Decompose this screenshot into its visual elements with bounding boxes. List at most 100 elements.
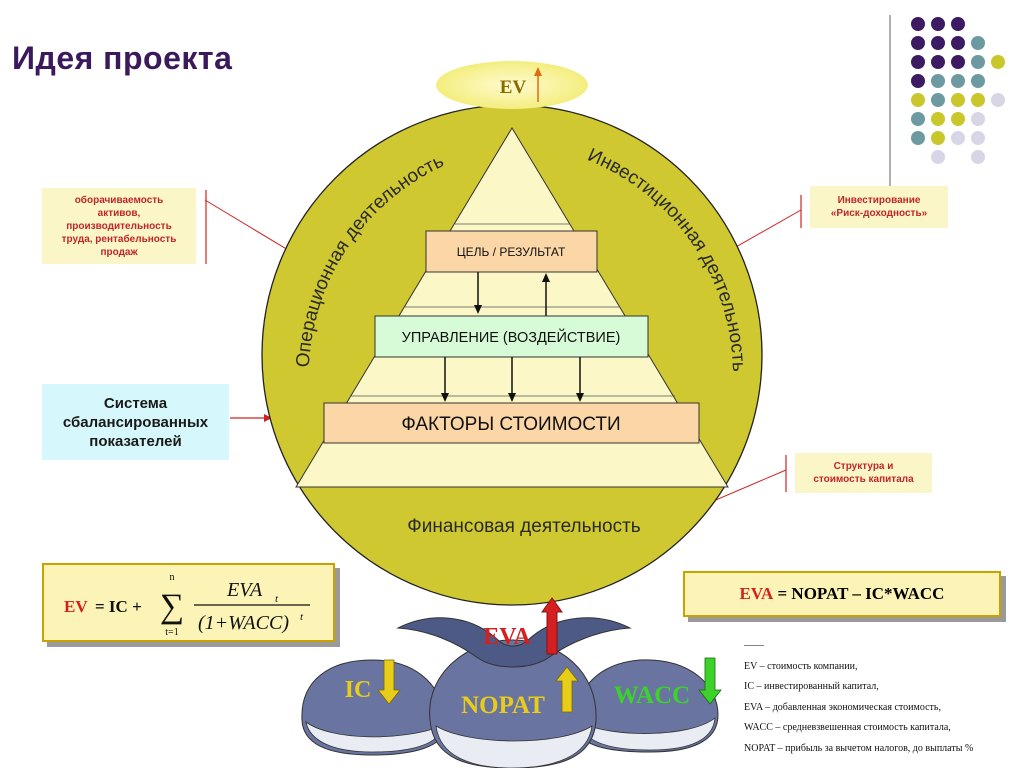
decorative-dot <box>971 112 985 126</box>
decorative-dot <box>911 55 925 69</box>
financial-line: стоимость капитала <box>813 474 914 485</box>
management-label: УПРАВЛЕНИЕ (ВОЗДЕЙСТВИЕ) <box>402 328 621 346</box>
operational-line: активов, <box>97 207 141 219</box>
bsc-line: показателей <box>89 432 182 450</box>
formula-denominator-sup: t <box>300 611 304 623</box>
arrowhead-down-3 <box>508 393 516 402</box>
eva-formula-box: EVA = NOPAT – IC*WACC <box>683 571 1001 617</box>
arrowhead-down-2 <box>441 393 449 402</box>
decorative-dot <box>971 74 985 88</box>
value-pyramid <box>295 127 729 488</box>
decorative-dot <box>991 93 1005 107</box>
financial-structure-box: Структура и стоимость капитала <box>795 453 932 493</box>
ev-up-arrowhead <box>534 67 542 76</box>
legend-item: WACC – средневзвешенная стоимость капита… <box>744 722 951 733</box>
decorative-dot <box>931 74 945 88</box>
ic-whale-label: IC <box>345 677 372 703</box>
operational-line: производительность <box>66 220 172 232</box>
legend-item: EV – стоимость компании, <box>744 660 858 672</box>
formula-numerator-sub: t <box>275 593 279 605</box>
divider-line <box>889 15 891 190</box>
operational-metrics-box: оборачиваемость активов, производительно… <box>42 188 196 264</box>
ev-oval <box>436 61 588 109</box>
decorative-dot <box>931 55 945 69</box>
formula-denominator: (1+WACC) <box>198 612 289 634</box>
decorative-dot <box>911 112 925 126</box>
decorative-dot <box>931 131 945 145</box>
legend-item: IC – инвестированный капитал, <box>744 681 879 692</box>
balanced-scorecard-box: Система сбалансированных показателей <box>42 384 229 460</box>
decorative-dot <box>951 36 965 50</box>
whale-right-belly <box>579 717 716 751</box>
eva-up-arrow <box>541 597 563 655</box>
investment-box: Инвестирование «Риск-доходность» <box>810 186 948 228</box>
decorative-dot-grid <box>911 17 1005 164</box>
decorative-dot <box>971 36 985 50</box>
arrowhead-up-1 <box>542 273 550 282</box>
decorative-dot <box>971 150 985 164</box>
factors-box <box>323 402 700 444</box>
ev-formula: EV = IC + n ∑ t=1 EVA t (1+WACC) t <box>64 572 310 638</box>
decorative-dot <box>911 131 925 145</box>
bsc-connector-arrowhead <box>264 414 272 422</box>
whale-middle-belly <box>435 725 593 768</box>
financial-label: Финансовая деятельность <box>407 516 641 537</box>
financial-line: Структура и <box>833 461 894 472</box>
decorative-dot <box>951 17 965 31</box>
whale-right <box>574 659 719 753</box>
operational-line: труда, рентабельность <box>61 233 177 245</box>
whales-illustration <box>299 617 719 768</box>
wacc-whale-label: WACC <box>614 682 690 709</box>
arrowhead-down-1 <box>474 305 482 314</box>
arrowhead-down-4 <box>576 393 584 402</box>
nopat-up-arrow <box>555 666 579 713</box>
decorative-dot <box>971 131 985 145</box>
goal-label: ЦЕЛЬ / РЕЗУЛЬТАТ <box>457 245 566 259</box>
eva-formula-rhs: = NOPAT – IC*WACC <box>777 584 945 603</box>
decorative-dot <box>971 55 985 69</box>
decorative-dot <box>971 93 985 107</box>
legend-item: NOPAT – прибыль за вычетом налогов, до в… <box>744 742 974 754</box>
bsc-line: сбалансированных <box>62 413 209 431</box>
investment-line: Инвестирование <box>837 195 921 206</box>
sum-upper-limit: n <box>170 572 175 583</box>
decorative-dot <box>951 74 965 88</box>
eva-whale-label: EVA <box>483 624 531 650</box>
decorative-dot <box>951 55 965 69</box>
whale-left-belly <box>305 721 443 753</box>
decorative-dot <box>911 74 925 88</box>
operational-line: оборачиваемость <box>74 194 164 206</box>
operational-line: продаж <box>100 246 138 258</box>
sum-lower-limit: t=1 <box>165 627 178 638</box>
eva-formula-lhs: EVA <box>739 584 774 603</box>
ev-top-label: EV <box>500 77 527 98</box>
decorative-dot <box>931 150 945 164</box>
sum-sign: ∑ <box>160 588 184 625</box>
legend-item: EVA – добавленная экономическая стоимост… <box>744 701 941 713</box>
abbreviations-legend: —— EV – стоимость компании, IC – инвести… <box>744 636 1016 759</box>
whale-tail <box>396 617 632 668</box>
ev-formula-equals: = IC + <box>95 597 142 616</box>
factors-label: ФАКТОРЫ СТОИМОСТИ <box>401 414 620 435</box>
legend-rule: —— <box>744 640 764 651</box>
decorative-dot <box>931 17 945 31</box>
decorative-dot <box>911 93 925 107</box>
page-title: Идея проекта <box>12 40 233 76</box>
ev-formula-box: EV = IC + n ∑ t=1 EVA t (1+WACC) t <box>42 563 335 642</box>
decorative-dot <box>931 93 945 107</box>
decorative-dot <box>911 36 925 50</box>
decorative-dot <box>991 55 1005 69</box>
ic-down-arrow <box>377 659 401 705</box>
bsc-line: Система <box>103 394 168 412</box>
formula-numerator: EVA <box>226 579 263 601</box>
goal-box <box>425 230 598 273</box>
decorative-dot <box>911 17 925 31</box>
decorative-dot <box>951 131 965 145</box>
decorative-dot <box>951 112 965 126</box>
nopat-whale-label: NOPAT <box>461 692 545 719</box>
decorative-dot <box>951 93 965 107</box>
decorative-dot <box>931 112 945 126</box>
wacc-down-arrow <box>698 657 722 705</box>
decorative-dot <box>931 36 945 50</box>
